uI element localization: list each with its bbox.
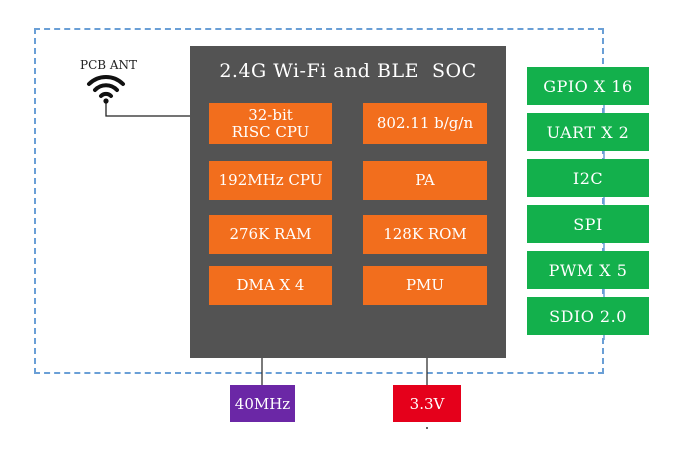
interface-spi: SPI xyxy=(527,205,649,243)
soc-chip: 2.4G Wi-Fi and BLE SOC xyxy=(190,46,506,358)
block-cpu-clock: 192MHz CPU xyxy=(209,161,332,200)
interface-sdio: SDIO 2.0 xyxy=(527,297,649,335)
power-dot xyxy=(426,427,428,429)
interface-uart: UART X 2 xyxy=(527,113,649,151)
clock-pin: 40MHz xyxy=(230,385,295,422)
module-boundary xyxy=(34,28,604,374)
block-wifi-standard: 802.11 b/g/n xyxy=(363,103,487,144)
block-pmu: PMU xyxy=(363,266,487,305)
interface-gpio: GPIO X 16 xyxy=(527,67,649,105)
antenna-wire xyxy=(105,103,190,117)
block-risc-cpu: 32-bit RISC CPU xyxy=(209,103,332,144)
block-pa: PA xyxy=(363,161,487,200)
interface-pwm: PWM X 5 xyxy=(527,251,649,289)
block-ram: 276K RAM xyxy=(209,215,332,254)
interface-i2c: I2C xyxy=(527,159,649,197)
soc-title: 2.4G Wi-Fi and BLE SOC xyxy=(219,60,477,82)
wifi-icon xyxy=(87,74,125,104)
block-dma: DMA X 4 xyxy=(209,266,332,305)
antenna-label: PCB ANT xyxy=(80,58,138,72)
block-rom: 128K ROM xyxy=(363,215,487,254)
power-pin: 3.3V xyxy=(393,385,461,422)
